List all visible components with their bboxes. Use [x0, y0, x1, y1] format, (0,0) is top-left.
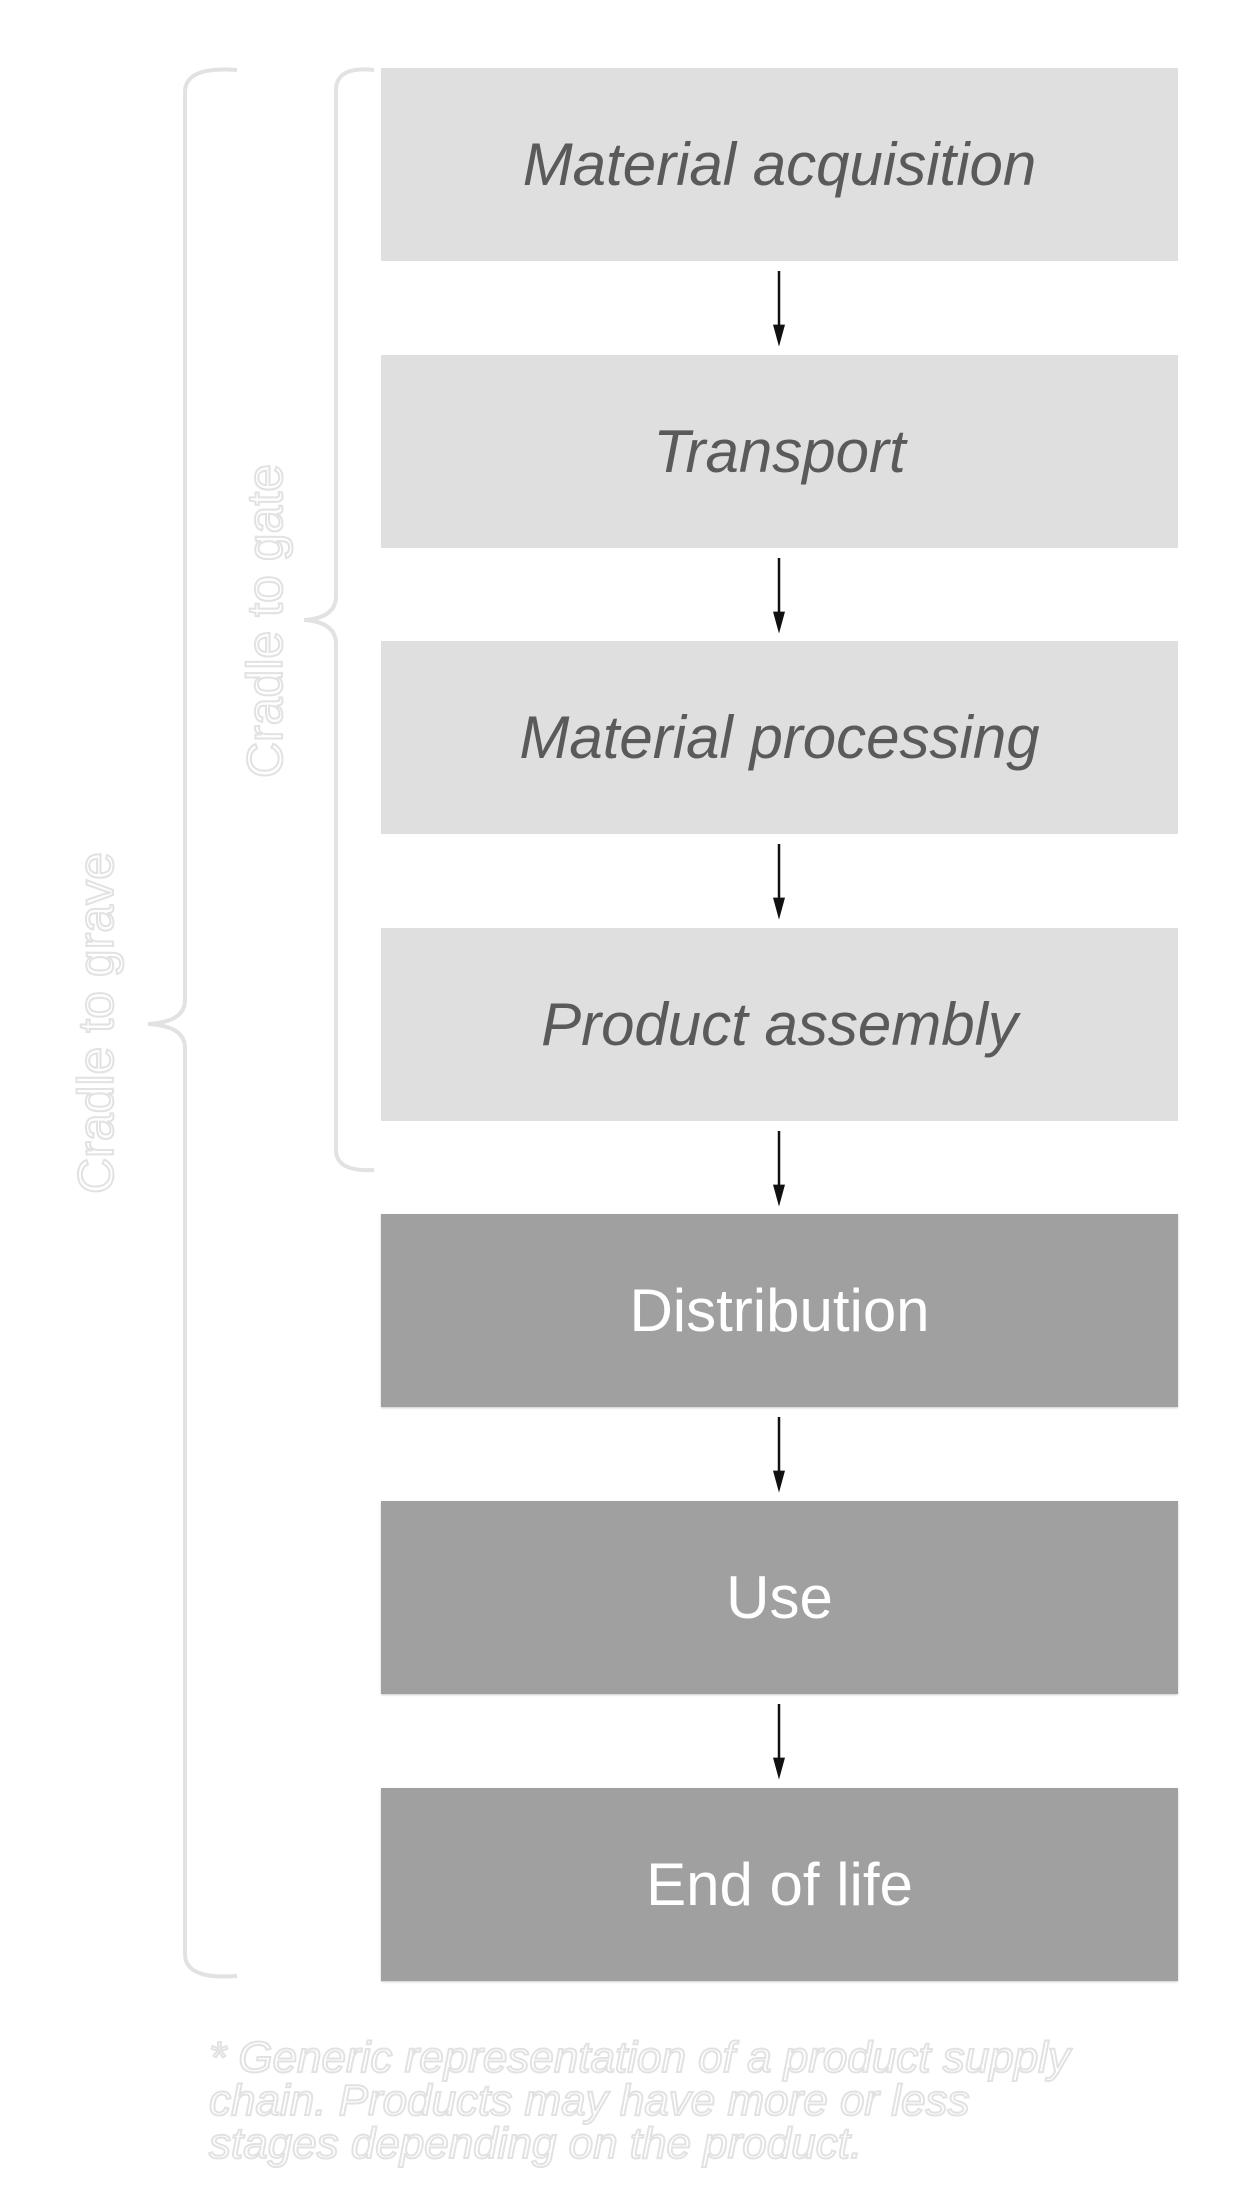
- arrow-down-icon: [773, 271, 785, 347]
- stage-label: Material acquisition: [522, 131, 1037, 198]
- stage-label: Use: [726, 1564, 833, 1631]
- footnote-line: chain. Products may have more or less: [208, 2076, 971, 2125]
- arrow-down-icon: [773, 1704, 785, 1780]
- stage-label: End of life: [646, 1850, 913, 1918]
- arrow-down-icon: [773, 557, 785, 634]
- stage-box: Material processing: [381, 641, 1178, 835]
- footnote-line: stages depending on the product.: [208, 2119, 863, 2168]
- stage-box: Material acquisition: [381, 68, 1178, 261]
- arrow-down-icon: [773, 844, 785, 920]
- arrow-down-icon: [773, 1417, 785, 1493]
- stage-box: Product assembly: [381, 927, 1178, 1121]
- footnote: * Generic representation of a product su…: [208, 2033, 1209, 2168]
- stage-label: Product assembly: [541, 990, 1018, 1058]
- cradle-to-grave-bracket: [147, 67, 238, 1979]
- stage-box: Use: [381, 1501, 1178, 1694]
- stage-label: Distribution: [629, 1277, 930, 1345]
- stage-box: Distribution: [381, 1214, 1178, 1408]
- stage-label: Transport: [653, 417, 906, 485]
- arrow-down-icon: [773, 1130, 785, 1207]
- cradle-to-grave-label: Cradle to grave: [67, 851, 125, 1195]
- footnote-line: * Generic representation of a product su…: [208, 2033, 1071, 2082]
- stage-box: End of life: [381, 1787, 1178, 1981]
- stage-box: Transport: [381, 354, 1178, 548]
- cradle-to-gate-bracket: [303, 67, 375, 1173]
- stage-label: Material processing: [519, 704, 1040, 772]
- cradle-to-gate-label: Cradle to gate: [236, 463, 294, 779]
